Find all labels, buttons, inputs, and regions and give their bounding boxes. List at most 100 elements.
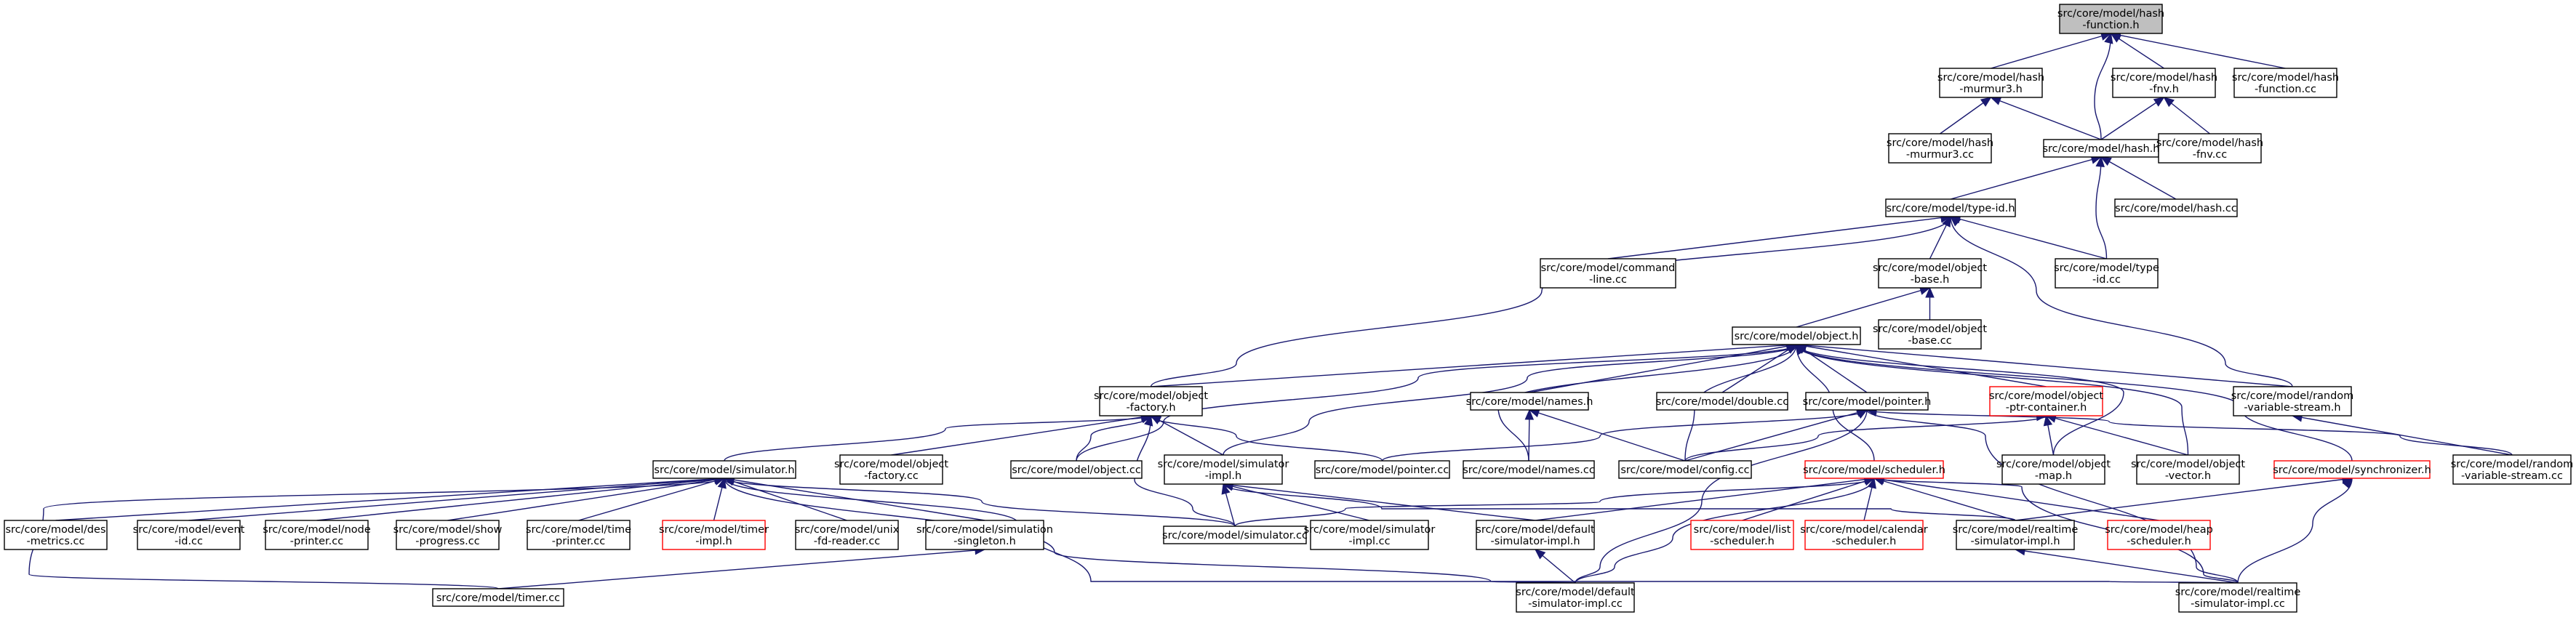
file-node-timer-cc[interactable]: src/core/model/timer.cc: [432, 588, 564, 607]
file-node-pointer-h[interactable]: src/core/model/pointer.h: [1803, 392, 1932, 411]
file-node-scheduler-h[interactable]: src/core/model/scheduler.h: [1803, 460, 1945, 479]
node-box: [1804, 460, 1944, 479]
node-box: [1956, 520, 2075, 550]
file-node-object-factory-cc[interactable]: src/core/model/object-factory.cc: [834, 454, 948, 485]
node-label: -scheduler.h: [1710, 536, 1775, 547]
file-node-object-factory-h[interactable]: src/core/model/object-factory.h: [1094, 386, 1208, 416]
file-node-realtime-simulator-impl-h[interactable]: src/core/model/realtime-simulator-impl.h: [1953, 520, 2079, 550]
node-label: src/core/model/des: [5, 524, 105, 536]
file-node-simulation-singleton-h[interactable]: src/core/model/simulation-singleton.h: [916, 520, 1053, 550]
file-node-type-id-h[interactable]: src/core/model/type-id.h: [1885, 198, 2016, 217]
file-node-names-h[interactable]: src/core/model/names.h: [1466, 392, 1593, 411]
file-node-object-map-h[interactable]: src/core/model/object-map.h: [1996, 454, 2111, 485]
node-box: [1805, 392, 1929, 411]
file-node-simulator-cc[interactable]: src/core/model/simulator.cc: [1162, 526, 1308, 544]
arrowhead: [2163, 97, 2175, 108]
file-node-default-simulator-impl-cc[interactable]: src/core/model/default-simulator-impl.cc: [1516, 582, 1635, 613]
node-label: src/core/model/object: [1873, 323, 1987, 335]
file-node-hash-murmur3-h[interactable]: src/core/model/hash-murmur3.h: [1937, 68, 2044, 98]
edge-line: [1684, 415, 2047, 462]
node-box: [1878, 258, 1982, 289]
file-node-hash-function-cc[interactable]: src/core/model/hash-function.cc: [2232, 68, 2339, 98]
edge-line: [1234, 478, 1875, 527]
edge-line: [188, 478, 725, 521]
edge-line: [2100, 156, 2177, 200]
file-node-random-variable-stream-h[interactable]: src/core/model/random-variable-stream.h: [2231, 386, 2354, 416]
node-box: [1878, 319, 1982, 350]
file-node-node-printer-cc[interactable]: src/core/model/node-printer.cc: [263, 520, 371, 550]
node-label: -printer.cc: [290, 536, 343, 547]
edge-line: [1381, 409, 1868, 462]
file-node-object-base-cc[interactable]: src/core/model/object-base.cc: [1873, 319, 1987, 350]
node-label: -simulator-impl.cc: [2191, 598, 2285, 610]
node-label: src/core/model/command: [1541, 262, 1676, 274]
file-node-event-id-cc[interactable]: src/core/model/event-id.cc: [133, 520, 245, 550]
file-node-heap-scheduler-h[interactable]: src/core/model/heap-scheduler.h: [2105, 520, 2213, 550]
node-label: src/core/model/object: [2131, 459, 2245, 470]
file-node-calendar-scheduler-h[interactable]: src/core/model/calendar-scheduler.h: [1800, 520, 1928, 550]
edge-line: [2015, 549, 2239, 584]
dependency-edge: [55, 474, 726, 521]
file-node-unix-fd-reader-cc[interactable]: src/core/model/unix-fd-reader.cc: [795, 520, 900, 550]
edge-line: [724, 415, 1152, 462]
file-node-hash-fnv-h[interactable]: src/core/model/hash-fnv.h: [2111, 68, 2217, 98]
node-box: [2273, 460, 2431, 479]
file-node-hash-h[interactable]: src/core/model/hash.h: [2042, 139, 2160, 158]
arrowhead: [717, 477, 727, 489]
file-node-simulator-h[interactable]: src/core/model/simulator.h: [652, 460, 796, 479]
file-node-type-id-cc[interactable]: src/core/model/type-id.cc: [2054, 258, 2159, 289]
node-label: src/core/model/hash: [2232, 72, 2339, 84]
file-node-command-line-cc[interactable]: src/core/model/command-line.cc: [1540, 258, 1676, 289]
file-node-synchronizer-h[interactable]: src/core/model/synchronizer.h: [2273, 460, 2431, 479]
file-node-des-metrics-cc[interactable]: src/core/model/des-metrics.cc: [4, 520, 108, 550]
node-label: src/core/model/realtime: [1953, 524, 2079, 536]
edge-line: [1684, 409, 1868, 462]
file-node-time-printer-cc[interactable]: src/core/model/time-printer.cc: [526, 520, 631, 550]
dependency-edge: [1222, 480, 2016, 521]
file-node-show-progress-cc[interactable]: src/core/model/show-progress.cc: [393, 520, 503, 550]
node-label: src/core/model/object: [1989, 390, 2103, 402]
node-label: -fnv.h: [2149, 84, 2179, 95]
file-node-hash-murmur3-cc[interactable]: src/core/model/hash-murmur3.cc: [1887, 133, 1993, 164]
file-node-list-scheduler-h[interactable]: src/core/model/list-scheduler.h: [1690, 520, 1794, 550]
dependency-edge: [1535, 549, 1576, 584]
edge-line: [1223, 483, 1536, 521]
dependency-edge: [1524, 408, 1535, 462]
file-node-object-ptr-container-h[interactable]: src/core/model/object-ptr-container.h: [1989, 386, 2103, 416]
dependency-edge: [713, 477, 727, 521]
file-node-object-cc[interactable]: src/core/model/object.cc: [1010, 460, 1143, 479]
file-node-object-vector-h[interactable]: src/core/model/object-vector.h: [2131, 454, 2245, 485]
dependency-edge: [1528, 408, 1686, 462]
edge-line: [1150, 216, 1951, 387]
node-label: src/core/model/type-id.h: [1886, 203, 2015, 214]
file-node-double-cc[interactable]: src/core/model/double.cc: [1656, 392, 1788, 411]
file-node-hash-cc[interactable]: src/core/model/hash.cc: [2114, 198, 2238, 217]
dependency-edge: [2043, 414, 2055, 456]
file-node-hash-function-h[interactable]: src/core/model/hash-function.h: [2057, 4, 2164, 34]
file-node-object-base-h[interactable]: src/core/model/object-base.h: [1873, 258, 1987, 289]
file-node-simulator-impl-h[interactable]: src/core/model/simulator-impl.h: [1158, 454, 1289, 485]
node-box: [396, 520, 500, 550]
file-node-random-variable-stream-cc[interactable]: src/core/model/random-variable-stream.cc: [2451, 454, 2574, 485]
file-node-config-cc[interactable]: src/core/model/config.cc: [1618, 460, 1752, 479]
dependency-edge: [1151, 340, 1798, 387]
node-box: [839, 454, 943, 485]
file-node-timer-impl-h[interactable]: src/core/model/timer-impl.h: [659, 520, 769, 550]
dependency-edge: [2163, 97, 2210, 134]
file-node-realtime-simulator-impl-cc[interactable]: src/core/model/realtime-simulator-impl.c…: [2175, 582, 2301, 613]
dependency-edge: [188, 474, 726, 521]
dependency-edge: [723, 474, 1236, 527]
file-node-simulator-impl-cc[interactable]: src/core/model/simulator-impl.cc: [1304, 520, 1436, 550]
file-node-object-h[interactable]: src/core/model/object.h: [1732, 326, 1861, 345]
node-label: src/core/model/hash.cc: [2115, 203, 2237, 214]
file-node-names-cc[interactable]: src/core/model/names.cc: [1463, 460, 1595, 479]
node-label: src/core/model/hash: [1887, 137, 1993, 149]
edge-line: [578, 478, 725, 521]
file-node-hash-fnv-cc[interactable]: src/core/model/hash-fnv.cc: [2156, 133, 2263, 164]
file-node-pointer-cc[interactable]: src/core/model/pointer.cc: [1314, 460, 1450, 479]
node-label: src/core/model/object.h: [1735, 331, 1859, 342]
node-box: [265, 520, 369, 550]
file-node-default-simulator-impl-h[interactable]: src/core/model/default-simulator-impl.h: [1476, 520, 1595, 550]
node-label: src/core/model/names.cc: [1463, 464, 1595, 476]
